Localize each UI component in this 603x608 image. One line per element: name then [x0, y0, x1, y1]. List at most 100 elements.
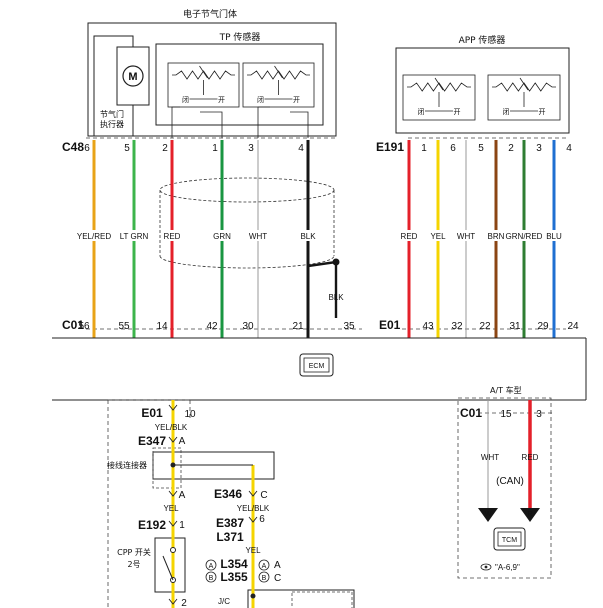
at-block-dashed [457, 397, 552, 579]
app-wire-label: YEL [430, 232, 446, 241]
switch-blade [162, 555, 174, 581]
tp-internal-wire [290, 111, 309, 138]
actuator-label-2: 执行器 [100, 119, 124, 129]
app-sensor-2 [487, 74, 561, 121]
potentiometer-icon-1: 闭开 [172, 65, 235, 104]
shield-drain-wire [307, 260, 338, 318]
ref-eye-icon [480, 563, 492, 571]
close-label: 闭 [182, 96, 189, 104]
arrow-w-label: W [485, 511, 492, 518]
l354-pin: A [274, 560, 281, 571]
wire-label-bg [488, 230, 504, 241]
c01-pin: 35 [343, 321, 355, 332]
can-label: (CAN) [496, 476, 524, 487]
circle-a-icon [205, 559, 217, 571]
tp-wire-label: BLK [300, 232, 316, 241]
c01-pin: 56 [78, 321, 90, 332]
circle-b-icon [205, 571, 217, 583]
connector-c01-at: C01 [460, 406, 482, 420]
wire-label-bg [75, 230, 113, 241]
circle-a2: A [262, 563, 267, 570]
e191-pin: 1 [421, 143, 427, 154]
wiper-arrow [199, 65, 208, 79]
app-sensor-title: APP 传感器 [459, 34, 506, 46]
e01-pin: 24 [567, 321, 579, 332]
ecm-icon-inner [303, 357, 330, 373]
tcm-icon [493, 527, 526, 551]
close-label: 闭 [257, 96, 264, 104]
e191-pin: 3 [536, 143, 542, 154]
c01-pin: 30 [242, 321, 254, 332]
e01-pin: 29 [537, 321, 549, 332]
e192-pin: 1 [179, 520, 185, 531]
motor-wire-left [93, 35, 134, 136]
resistor-zigzag [247, 70, 310, 80]
tp-sensor-title: TP 传感器 [219, 31, 261, 43]
connector-l371: L371 [216, 530, 244, 544]
shield-top [159, 177, 335, 203]
wiper-arrow [519, 77, 529, 91]
open-label: 开 [454, 108, 461, 116]
shield-drain-node [332, 258, 340, 266]
junction-connector-label: 接线连接器 [107, 460, 147, 470]
c01-pin: 14 [156, 321, 168, 332]
connector-c01: C01 [62, 318, 84, 332]
connector-l355: L355 [220, 570, 248, 584]
shield-sides [159, 190, 335, 256]
tp-internal-wire [171, 106, 180, 138]
wire-label-bg [117, 230, 151, 241]
app-wire-label: WHT [457, 232, 475, 241]
arrow-w-icon [478, 508, 498, 522]
connector-tick [168, 404, 178, 411]
connector-e387: E387 [216, 516, 244, 530]
c01-pin: 42 [206, 321, 218, 332]
tcm-wire-label-wht: WHT [481, 453, 499, 462]
wire-label-bg [401, 230, 417, 241]
wire-label-yel2: YEL [245, 546, 261, 555]
circle-b2: B [262, 575, 267, 582]
open-label: 开 [539, 108, 546, 116]
motor-icon [122, 65, 144, 87]
app-wire-label: GRN/RED [506, 232, 543, 241]
tp-sensor-2 [242, 62, 315, 108]
jc-box [247, 589, 355, 608]
wire-label-bg [546, 230, 562, 241]
cpp-switch-label-1: CPP 开关 [117, 547, 151, 557]
app-sensor-1 [402, 74, 476, 121]
connector-tick [168, 520, 178, 527]
app-wire-label: RED [401, 232, 418, 241]
c48-pin: 2 [162, 143, 168, 154]
tp-wire-label: YEL/RED [77, 232, 111, 241]
connector-tick [168, 436, 178, 443]
c48-pin: 6 [84, 143, 90, 154]
tp-internal-wire [257, 106, 270, 138]
c48-pin: 1 [212, 143, 218, 154]
arrow-r-icon [520, 508, 540, 522]
close-label: 闭 [503, 108, 510, 116]
ecm-icon [299, 353, 334, 377]
wiper-arrow [274, 65, 283, 79]
e01-pin: 43 [422, 321, 434, 332]
connector-tick [168, 490, 178, 497]
circle-b2-icon [258, 571, 270, 583]
tcm-wire-label-red: RED [522, 453, 539, 462]
potentiometer-icon-3: 闭开 [407, 77, 471, 116]
resistor-zigzag [172, 70, 235, 80]
wire-label-yelblk2: YEL/BLK [237, 504, 270, 513]
switch-contact-top [170, 547, 176, 553]
tcm-icon-inner [497, 531, 522, 547]
ref-eye-pupil [484, 565, 488, 569]
jc-label: J/C [218, 597, 230, 606]
jc-node [250, 593, 256, 599]
e191-pin: 5 [478, 143, 484, 154]
connector-c48: C48 [62, 140, 84, 154]
connector-tick [248, 490, 258, 497]
at-model-label: A/T 车型 [490, 385, 522, 395]
c01-at-pin3: 3 [536, 409, 542, 420]
circle-a: A [209, 563, 214, 570]
e347-pin: A [179, 436, 186, 447]
app-wire-label: BLU [546, 232, 562, 241]
resistor-zigzag [407, 82, 471, 92]
